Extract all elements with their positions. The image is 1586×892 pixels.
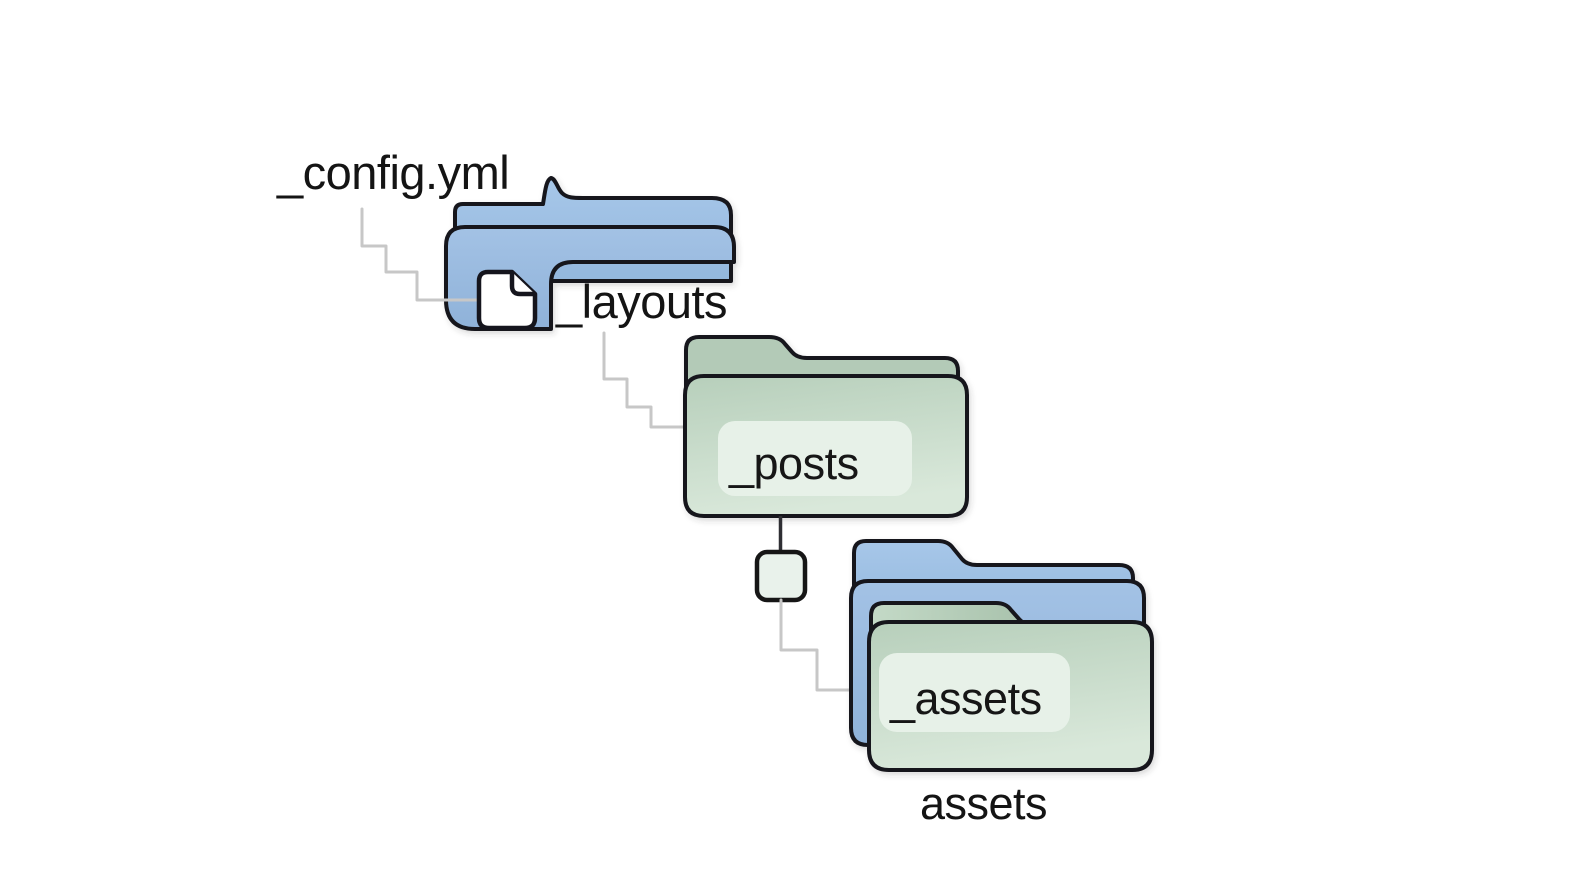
label-layouts: _layouts — [555, 275, 727, 328]
connector-config-to-layouts — [360, 207, 480, 302]
connector-junction-to-assets — [779, 598, 857, 692]
folder-stack-assets: _assets — [849, 539, 1154, 772]
junction-square-node — [754, 549, 808, 603]
label-assets: assets — [920, 778, 1047, 829]
label-posts: _posts — [728, 438, 859, 489]
file-icon-fold — [509, 272, 535, 297]
posts-label-badge — [718, 421, 912, 496]
folder-posts: _posts — [683, 335, 969, 518]
assets-label-badge — [879, 653, 1070, 732]
label-assets-private: _assets — [889, 673, 1042, 724]
file-icon — [476, 269, 538, 331]
connector-layouts-to-posts — [602, 331, 688, 429]
label-config-yml: _config.yml — [276, 146, 509, 199]
